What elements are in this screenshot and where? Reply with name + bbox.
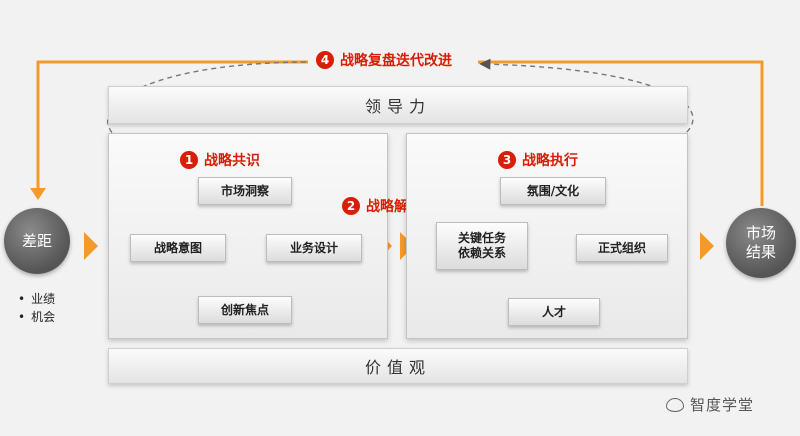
node-business-design: 业务设计 xyxy=(266,234,362,262)
leadership-bar: 领导力 xyxy=(108,86,688,124)
step-3-text: 战略执行 xyxy=(522,153,578,169)
node-innovation-focus: 创新焦点 xyxy=(198,296,292,324)
gap-bullet-item: 机会 xyxy=(18,308,55,326)
node-climate-culture: 氛围/文化 xyxy=(500,177,606,205)
chevron-right-panel-to-result xyxy=(700,232,714,260)
outer-loop-down-arrowhead xyxy=(30,188,46,200)
outer-loop-left-line xyxy=(36,60,308,190)
node-formal-organization: 正式组织 xyxy=(576,234,668,262)
watermark: 智度学堂 xyxy=(666,394,754,415)
step-1-label: 1 战略共识 xyxy=(180,150,260,170)
chevron-gap-to-left-panel xyxy=(84,232,98,260)
gap-circle: 差距 xyxy=(4,208,70,274)
values-bar: 价值观 xyxy=(108,348,688,384)
gap-bullet-item: 业绩 xyxy=(18,290,55,308)
chat-bubble-icon xyxy=(666,397,684,412)
step-1-text: 战略共识 xyxy=(204,153,260,169)
node-key-tasks-line1: 关键任务 xyxy=(457,231,506,245)
step-4-text: 战略复盘迭代改进 xyxy=(340,53,452,69)
step-1-badge: 1 xyxy=(180,151,198,169)
node-strategic-intent: 战略意图 xyxy=(130,234,226,262)
step-2-badge: 2 xyxy=(342,197,360,215)
step-4-badge: 4 xyxy=(316,51,334,69)
outer-loop-right-line xyxy=(478,60,764,206)
step-4-label: 4 战略复盘迭代改进 xyxy=(316,50,452,70)
node-key-tasks: 关键任务 依赖关系 xyxy=(436,222,528,270)
watermark-text: 智度学堂 xyxy=(690,396,755,414)
node-talent: 人才 xyxy=(508,298,600,326)
node-key-tasks-line2: 依赖关系 xyxy=(457,246,506,260)
gap-bullet-list: 业绩 机会 xyxy=(18,290,55,326)
step-3-label: 3 战略执行 xyxy=(498,150,578,170)
step-3-badge: 3 xyxy=(498,151,516,169)
market-result-line2: 结果 xyxy=(745,243,776,261)
node-market-insight: 市场洞察 xyxy=(198,177,292,205)
market-result-line1: 市场 xyxy=(745,224,776,242)
market-result-circle: 市场 结果 xyxy=(726,208,796,278)
